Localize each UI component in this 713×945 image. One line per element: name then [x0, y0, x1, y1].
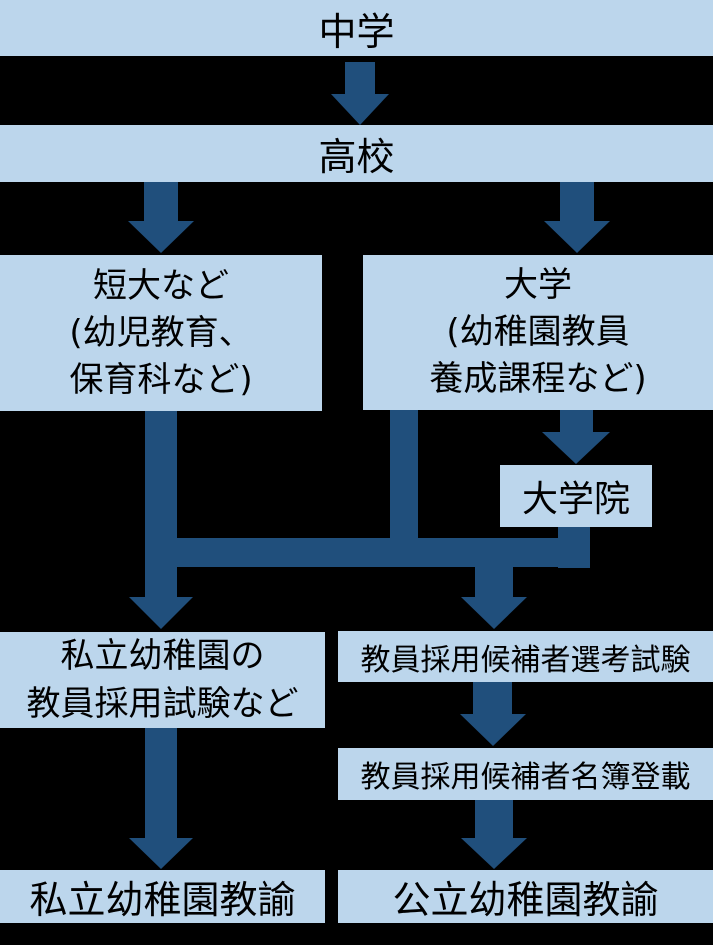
box-selection-exam-label: 教員採用候補者選考試験	[360, 642, 691, 678]
box-private-exam-line1: 私立幼稚園の	[60, 636, 265, 676]
box-grad-school-label: 大学院	[521, 479, 630, 520]
box-university: 大学 (幼稚園教員 養成課程など)	[363, 255, 713, 410]
box-selection-exam: 教員採用候補者選考試験	[338, 631, 713, 682]
connector-private-exam-down-head	[129, 838, 193, 869]
arrow-selection-exam-to-roster-head	[460, 714, 526, 746]
arrow-high-school-to-junior-college-shaft	[144, 182, 178, 222]
connector-merge-bar	[161, 538, 590, 567]
box-junior-college-line2: (幼児教育、	[69, 312, 253, 353]
box-university-line3: 養成課程など)	[429, 359, 647, 399]
arrow-high-school-to-university-head	[544, 221, 610, 253]
box-public-teacher: 公立幼稚園教諭	[338, 870, 713, 923]
arrow-junior-high-to-high-school-head	[331, 94, 389, 125]
box-junior-college-line1: 短大など	[93, 265, 229, 306]
box-junior-college: 短大など (幼児教育、 保育科など)	[0, 255, 322, 411]
arrow-merge-to-selection-exam-shaft	[475, 566, 513, 598]
box-high-school-label: 高校	[318, 135, 395, 179]
box-junior-high-label: 中学	[318, 9, 395, 54]
arrow-junior-high-to-high-school-shaft	[345, 62, 375, 95]
arrow-roster-to-public-teacher-shaft	[475, 800, 513, 839]
box-junior-high: 中学	[0, 0, 713, 56]
arrow-selection-exam-to-roster-shaft	[473, 682, 512, 715]
box-public-teacher-label: 公立幼稚園教諭	[392, 878, 659, 922]
box-private-exam-line2: 教員採用試験など	[26, 684, 299, 724]
box-university-line2: (幼稚園教員	[446, 312, 630, 352]
box-grad-school: 大学院	[500, 465, 652, 527]
box-high-school: 高校	[0, 125, 713, 182]
box-private-teacher: 私立幼稚園教諭	[0, 870, 325, 923]
arrow-university-to-grad-school-shaft	[560, 410, 593, 433]
arrow-university-to-grad-school-head	[542, 432, 610, 464]
box-university-line1: 大学	[504, 265, 572, 305]
connector-junior-college-down-head	[129, 597, 193, 629]
connector-university-down-line	[390, 410, 418, 539]
arrow-merge-to-selection-exam-head	[461, 597, 527, 629]
arrow-high-school-to-university-shaft	[560, 182, 594, 222]
box-roster-label: 教員採用候補者名簿登載	[360, 760, 691, 795]
box-junior-college-line3: 保育科など)	[69, 359, 253, 400]
arrow-roster-to-public-teacher-head	[461, 838, 527, 869]
box-roster: 教員採用候補者名簿登載	[338, 748, 713, 800]
arrow-high-school-to-junior-college-head	[128, 221, 194, 253]
box-private-exam: 私立幼稚園の 教員採用試験など	[0, 632, 325, 728]
box-private-teacher-label: 私立幼稚園教諭	[29, 878, 296, 922]
connector-junior-college-down-line	[145, 411, 177, 598]
connector-private-exam-down-line	[145, 728, 177, 839]
